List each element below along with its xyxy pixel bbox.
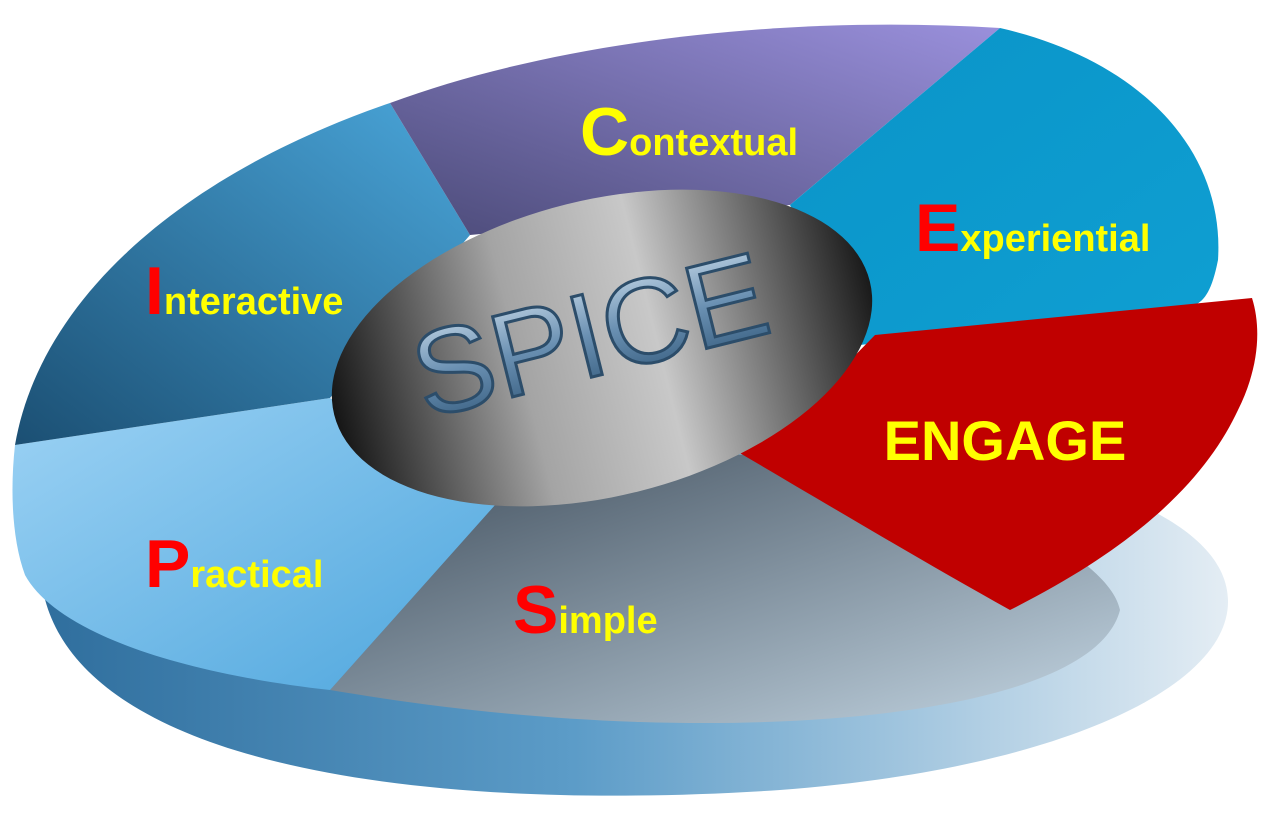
segment-contextual (390, 24, 1000, 235)
segment-contextual-rest: ontextual (629, 122, 798, 164)
segment-experiential-rest: xperiential (960, 218, 1150, 260)
segment-simple-rest: imple (558, 600, 657, 642)
segment-experiential-initial: E (915, 190, 960, 266)
segment-practical-rest: ractical (190, 554, 323, 596)
engage-callout (738, 298, 1258, 610)
segment-experiential-label: Experiential (915, 190, 1150, 266)
segment-simple-label: Simple (513, 572, 658, 648)
segment-contextual-label: Contextual (580, 94, 798, 170)
segment-experiential (790, 28, 1219, 345)
segment-practical-initial: P (145, 526, 190, 602)
segment-simple-initial: S (513, 572, 558, 648)
segment-practical-label: Practical (145, 526, 323, 602)
segment-contextual-initial: C (580, 94, 629, 170)
engage-label: ENGAGE (884, 409, 1127, 472)
center-hub (331, 189, 873, 507)
segment-interactive-label: Interactive (145, 253, 343, 329)
segment-practical (12, 398, 495, 690)
segment-interactive-rest: nteractive (164, 281, 344, 323)
segment-interactive-initial: I (145, 253, 164, 329)
